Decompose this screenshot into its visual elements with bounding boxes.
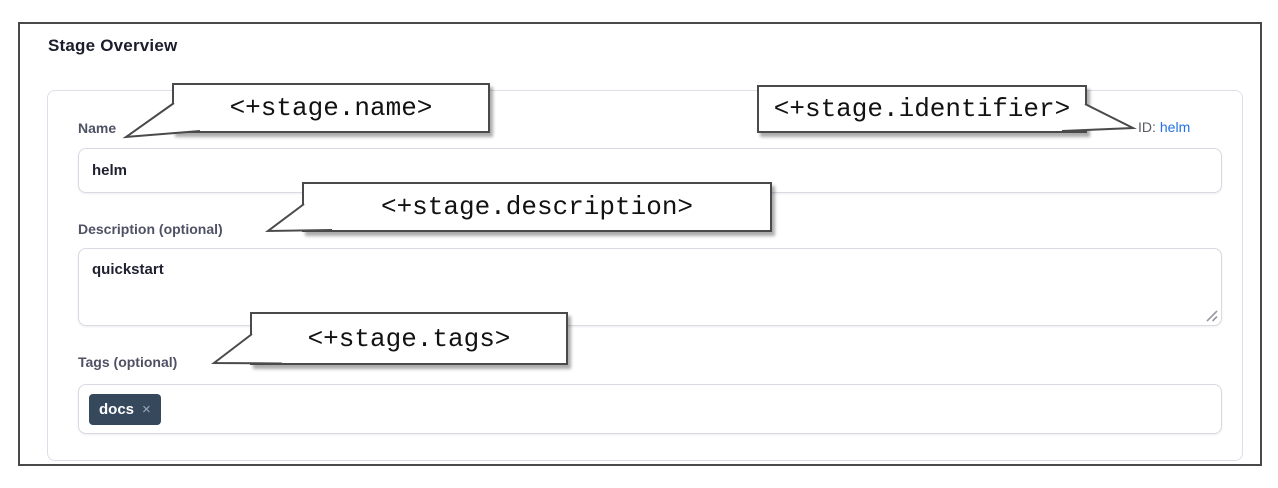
remove-tag-icon[interactable]: × xyxy=(142,401,151,418)
name-field-label: Name xyxy=(78,120,117,136)
tags-input[interactable]: docs × xyxy=(78,384,1222,434)
description-field-label: Description (optional) xyxy=(78,221,223,237)
callout-stage-description: <+stage.description> xyxy=(302,182,772,232)
page-title: Stage Overview xyxy=(48,36,178,55)
stage-id-prefix: ID: xyxy=(1138,119,1156,135)
resize-handle-icon[interactable] xyxy=(1204,308,1220,324)
tag-chip-label: docs xyxy=(99,401,135,418)
callout-stage-identifier: <+stage.identifier> xyxy=(757,85,1087,133)
callout-stage-name: <+stage.name> xyxy=(172,83,490,133)
tags-field-label: Tags (optional) xyxy=(78,354,178,370)
tag-chip: docs × xyxy=(89,394,161,425)
stage-id: ID:helm xyxy=(1138,119,1190,136)
stage-id-value: helm xyxy=(1159,119,1191,135)
description-textarea[interactable]: quickstart xyxy=(78,248,1222,326)
callout-stage-tags: <+stage.tags> xyxy=(250,312,568,365)
